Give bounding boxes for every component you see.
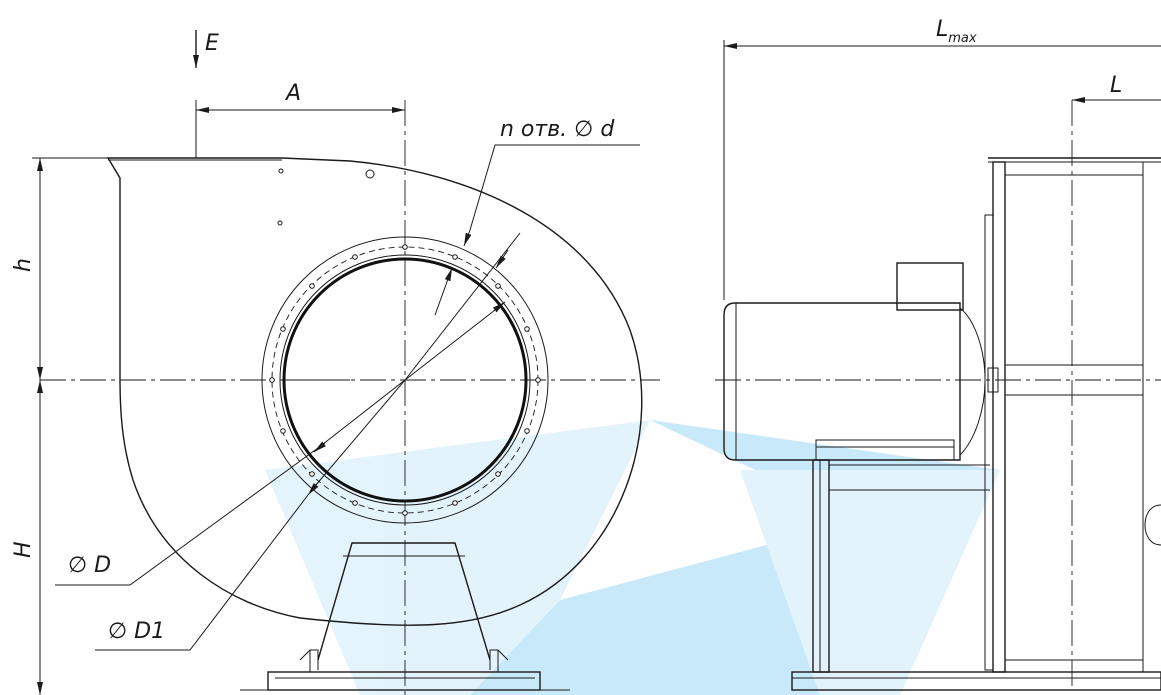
label-D1: ∅ D1 xyxy=(108,619,165,644)
side-view xyxy=(715,40,1161,691)
label-L: L xyxy=(1110,73,1122,98)
label-H: H xyxy=(11,541,36,558)
label-A: A xyxy=(284,81,301,106)
motor-mount xyxy=(815,439,955,461)
fan-housing xyxy=(106,157,643,626)
label-E: E xyxy=(205,31,219,56)
dimension-labels: E A n отв. ∅ d h H ∅ D ∅ D1 Lmax L xyxy=(11,17,1122,644)
flange-outer xyxy=(261,236,549,524)
label-h: h xyxy=(11,258,36,272)
label-holes: n отв. ∅ d xyxy=(500,117,615,142)
label-D: ∅ D xyxy=(68,553,111,578)
front-view xyxy=(32,30,660,695)
bolt-holes xyxy=(269,244,541,516)
D1-leader xyxy=(95,494,309,651)
motor-terminal-box xyxy=(896,262,964,311)
inlet-opening xyxy=(282,257,528,503)
housing-side-plate xyxy=(992,161,1006,673)
watermark-logo xyxy=(265,420,1000,695)
label-Lmax: Lmax xyxy=(936,17,977,46)
base-plate-side xyxy=(791,671,1161,691)
holes-leader xyxy=(469,144,640,231)
D-leader xyxy=(55,447,319,586)
motor-body xyxy=(723,302,961,461)
support-stand xyxy=(317,542,491,661)
